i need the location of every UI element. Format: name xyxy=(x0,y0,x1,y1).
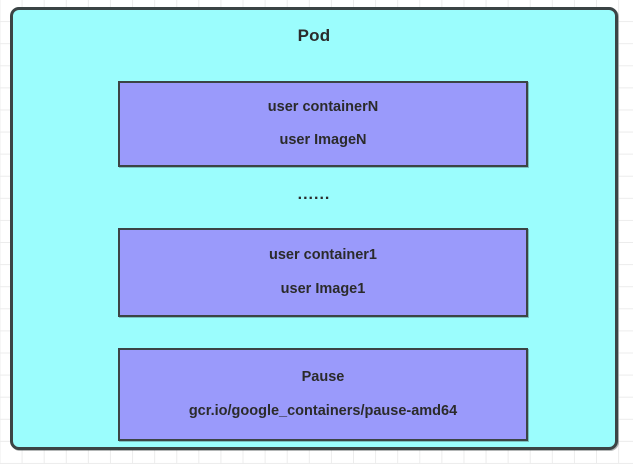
container-n-name: user containerN xyxy=(267,98,379,115)
container-box-1: user container1 user Image1 xyxy=(118,228,528,317)
pause-container-image: gcr.io/google_containers/pause-amd64 xyxy=(188,402,458,419)
container-box-pause: Pause gcr.io/google_containers/pause-amd… xyxy=(118,348,528,441)
pod-boundary-box: Pod user containerN user ImageN ...... u… xyxy=(10,7,618,450)
container-1-image: user Image1 xyxy=(280,280,366,297)
container-n-image: user ImageN xyxy=(279,132,367,148)
container-1-name: user container1 xyxy=(269,247,377,264)
pod-title: Pod xyxy=(297,26,331,45)
pause-container-name: Pause xyxy=(301,369,345,386)
container-box-n: user containerN user ImageN xyxy=(118,81,528,167)
ellipsis-separator: ...... xyxy=(297,186,331,203)
